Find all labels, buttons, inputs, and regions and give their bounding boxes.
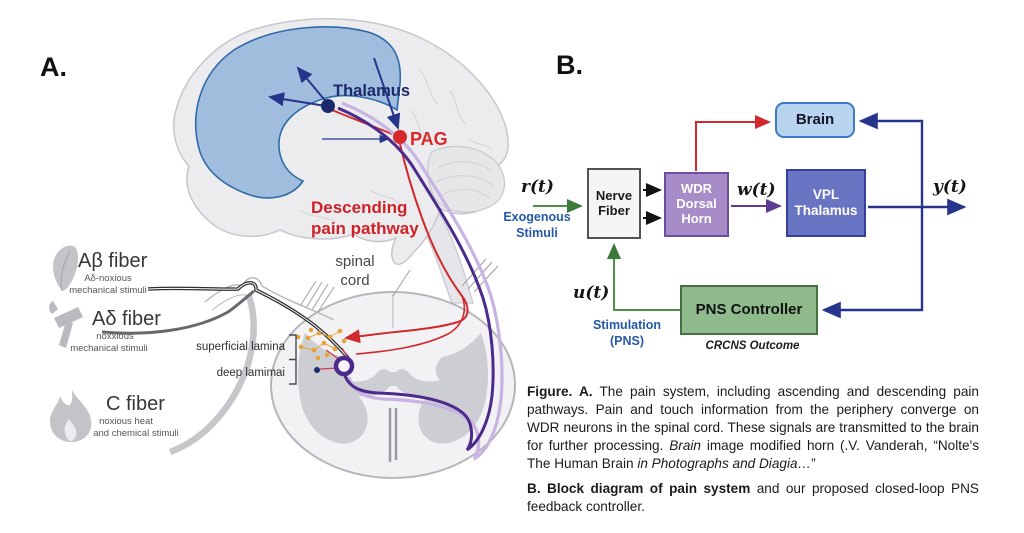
caption-a-text2: image modified horn (.V. Vanderah, “Nolt… xyxy=(527,438,979,472)
a-beta-fiber-line xyxy=(147,281,350,360)
brain-block-label: Brain xyxy=(795,111,835,129)
signal-u-label: u(t) xyxy=(573,283,610,303)
spinal-cord-label-line1: spinal xyxy=(335,253,374,270)
descending-pathway-label-line1: Descending xyxy=(311,198,407,217)
lamina-bracket xyxy=(289,334,297,385)
c-fiber-desc2: and chemical stimuli xyxy=(93,428,179,439)
gray-matter-butterfly xyxy=(297,333,489,444)
figure-caption: Figure. A. The pain system, including as… xyxy=(527,383,979,517)
a-beta-fiber-desc2: mechanical stimuli xyxy=(69,285,147,296)
brain-sulci xyxy=(299,69,493,223)
rootlet-hatch-right xyxy=(461,258,499,293)
rootlet-hatch-left xyxy=(299,280,335,313)
exogenous-stimuli-label: Exogenous Stimuli xyxy=(503,210,571,240)
caption-b-text: and our proposed closed-loop PNS feedbac… xyxy=(527,481,979,515)
wdr-dorsal-horn-block-label: WDR Dorsal Horn xyxy=(676,181,717,226)
cerebellum-shape xyxy=(427,145,506,213)
caption-paragraph-b: B. Block diagram of pain system and our … xyxy=(527,480,979,516)
flame-icon xyxy=(50,390,92,443)
spinal-cord-label-line2: cord xyxy=(340,272,369,289)
interneuron-dot xyxy=(314,367,320,373)
a-beta-fiber-highlight xyxy=(147,282,349,359)
a-beta-fiber-desc1: Aδ-noxious xyxy=(84,273,132,284)
crcns-outcome-label: CRCNS Outcome xyxy=(705,340,800,352)
spinal-cord-cross-section xyxy=(270,291,516,479)
panel-b-label: B. xyxy=(556,50,583,80)
caption-a-text1: The pain system, including ascending and… xyxy=(527,384,979,454)
wdr-dorsal-horn-block: WDR Dorsal Horn xyxy=(664,172,729,237)
caption-paragraph-a: Figure. A. The pain system, including as… xyxy=(527,383,979,473)
a-delta-fiber-line xyxy=(101,289,255,335)
arrow-feedback-to-brain xyxy=(858,112,924,207)
descending-pain-path-secondary xyxy=(355,295,466,355)
thalamus-dot xyxy=(321,99,335,113)
pain-pathway-illustration: Thalamus PAG Descending pain pathway spi… xyxy=(49,18,516,479)
brain-block: Brain xyxy=(775,102,855,138)
brain-silhouette xyxy=(172,18,509,266)
arrow-pns-to-nerve xyxy=(607,243,680,311)
c-fiber-line xyxy=(168,292,257,456)
caption-figure-b-bold: B. Block diagram of pain system xyxy=(527,481,751,497)
thalamus-pag-red-link xyxy=(331,109,393,135)
pns-controller-block-label: PNS Controller xyxy=(695,301,803,319)
a-delta-fiber-desc1: noxxious xyxy=(96,331,134,342)
panel-a-label: A. xyxy=(40,52,67,82)
pag-label: PAG xyxy=(410,129,448,149)
cortex-highlight-region xyxy=(194,26,402,199)
c-fiber-label: C fiber xyxy=(106,393,165,415)
skin-outline xyxy=(204,277,335,321)
arrow-wdr-to-brain xyxy=(695,115,771,171)
a-delta-fiber-label: Aδ fiber xyxy=(92,308,161,330)
descending-pain-path xyxy=(344,143,469,344)
a-beta-fiber-label: Aβ fiber xyxy=(78,250,148,272)
signal-y-label: y(t) xyxy=(933,177,967,197)
ascending-path-light xyxy=(341,101,504,461)
signal-r-label: r(t) xyxy=(521,177,554,197)
ventral-median-fissure xyxy=(388,408,398,462)
a-delta-fiber-desc2: mechanical stimuli xyxy=(70,343,148,354)
nerve-fiber-block: Nerve Fiber xyxy=(587,168,641,239)
wdr-neuron xyxy=(314,347,355,377)
c-fiber-desc1: noxious heat xyxy=(99,416,153,427)
label-leader-line xyxy=(392,269,411,297)
superficial-lamina-cluster xyxy=(295,327,347,361)
nerve-fiber-block-label: Nerve Fiber xyxy=(595,187,633,218)
stimulation-pns-label: Stimulation (PNS) xyxy=(592,318,662,348)
vpl-thalamus-block-label: VPL Thalamus xyxy=(794,187,858,218)
superficial-lamina-label: superficial lamina xyxy=(196,341,285,353)
pns-controller-block: PNS Controller xyxy=(680,285,818,335)
deep-lamina-label: deep lamimai xyxy=(217,367,285,379)
ascending-path-dark xyxy=(337,106,495,452)
brainstem-shape xyxy=(401,189,474,304)
caption-figure-a-bold: Figure. A. xyxy=(527,384,593,399)
signal-w-label: w(t) xyxy=(737,180,776,200)
feather-icon xyxy=(53,245,78,292)
vpl-thalamus-block: VPL Thalamus xyxy=(786,169,866,237)
pag-dot xyxy=(393,130,407,144)
cerebellum-striations xyxy=(435,161,495,199)
caption-a-text3: ” xyxy=(811,456,816,472)
caption-a-italic2: in Photographs and Diagia… xyxy=(637,456,812,472)
descending-pathway-label-line2: pain pathway xyxy=(311,219,419,238)
caption-a-italic1: Brain xyxy=(669,438,701,454)
thalamocortical-arrows xyxy=(268,57,401,144)
thalamus-label: Thalamus xyxy=(333,82,410,100)
hammer-icon xyxy=(49,301,83,348)
